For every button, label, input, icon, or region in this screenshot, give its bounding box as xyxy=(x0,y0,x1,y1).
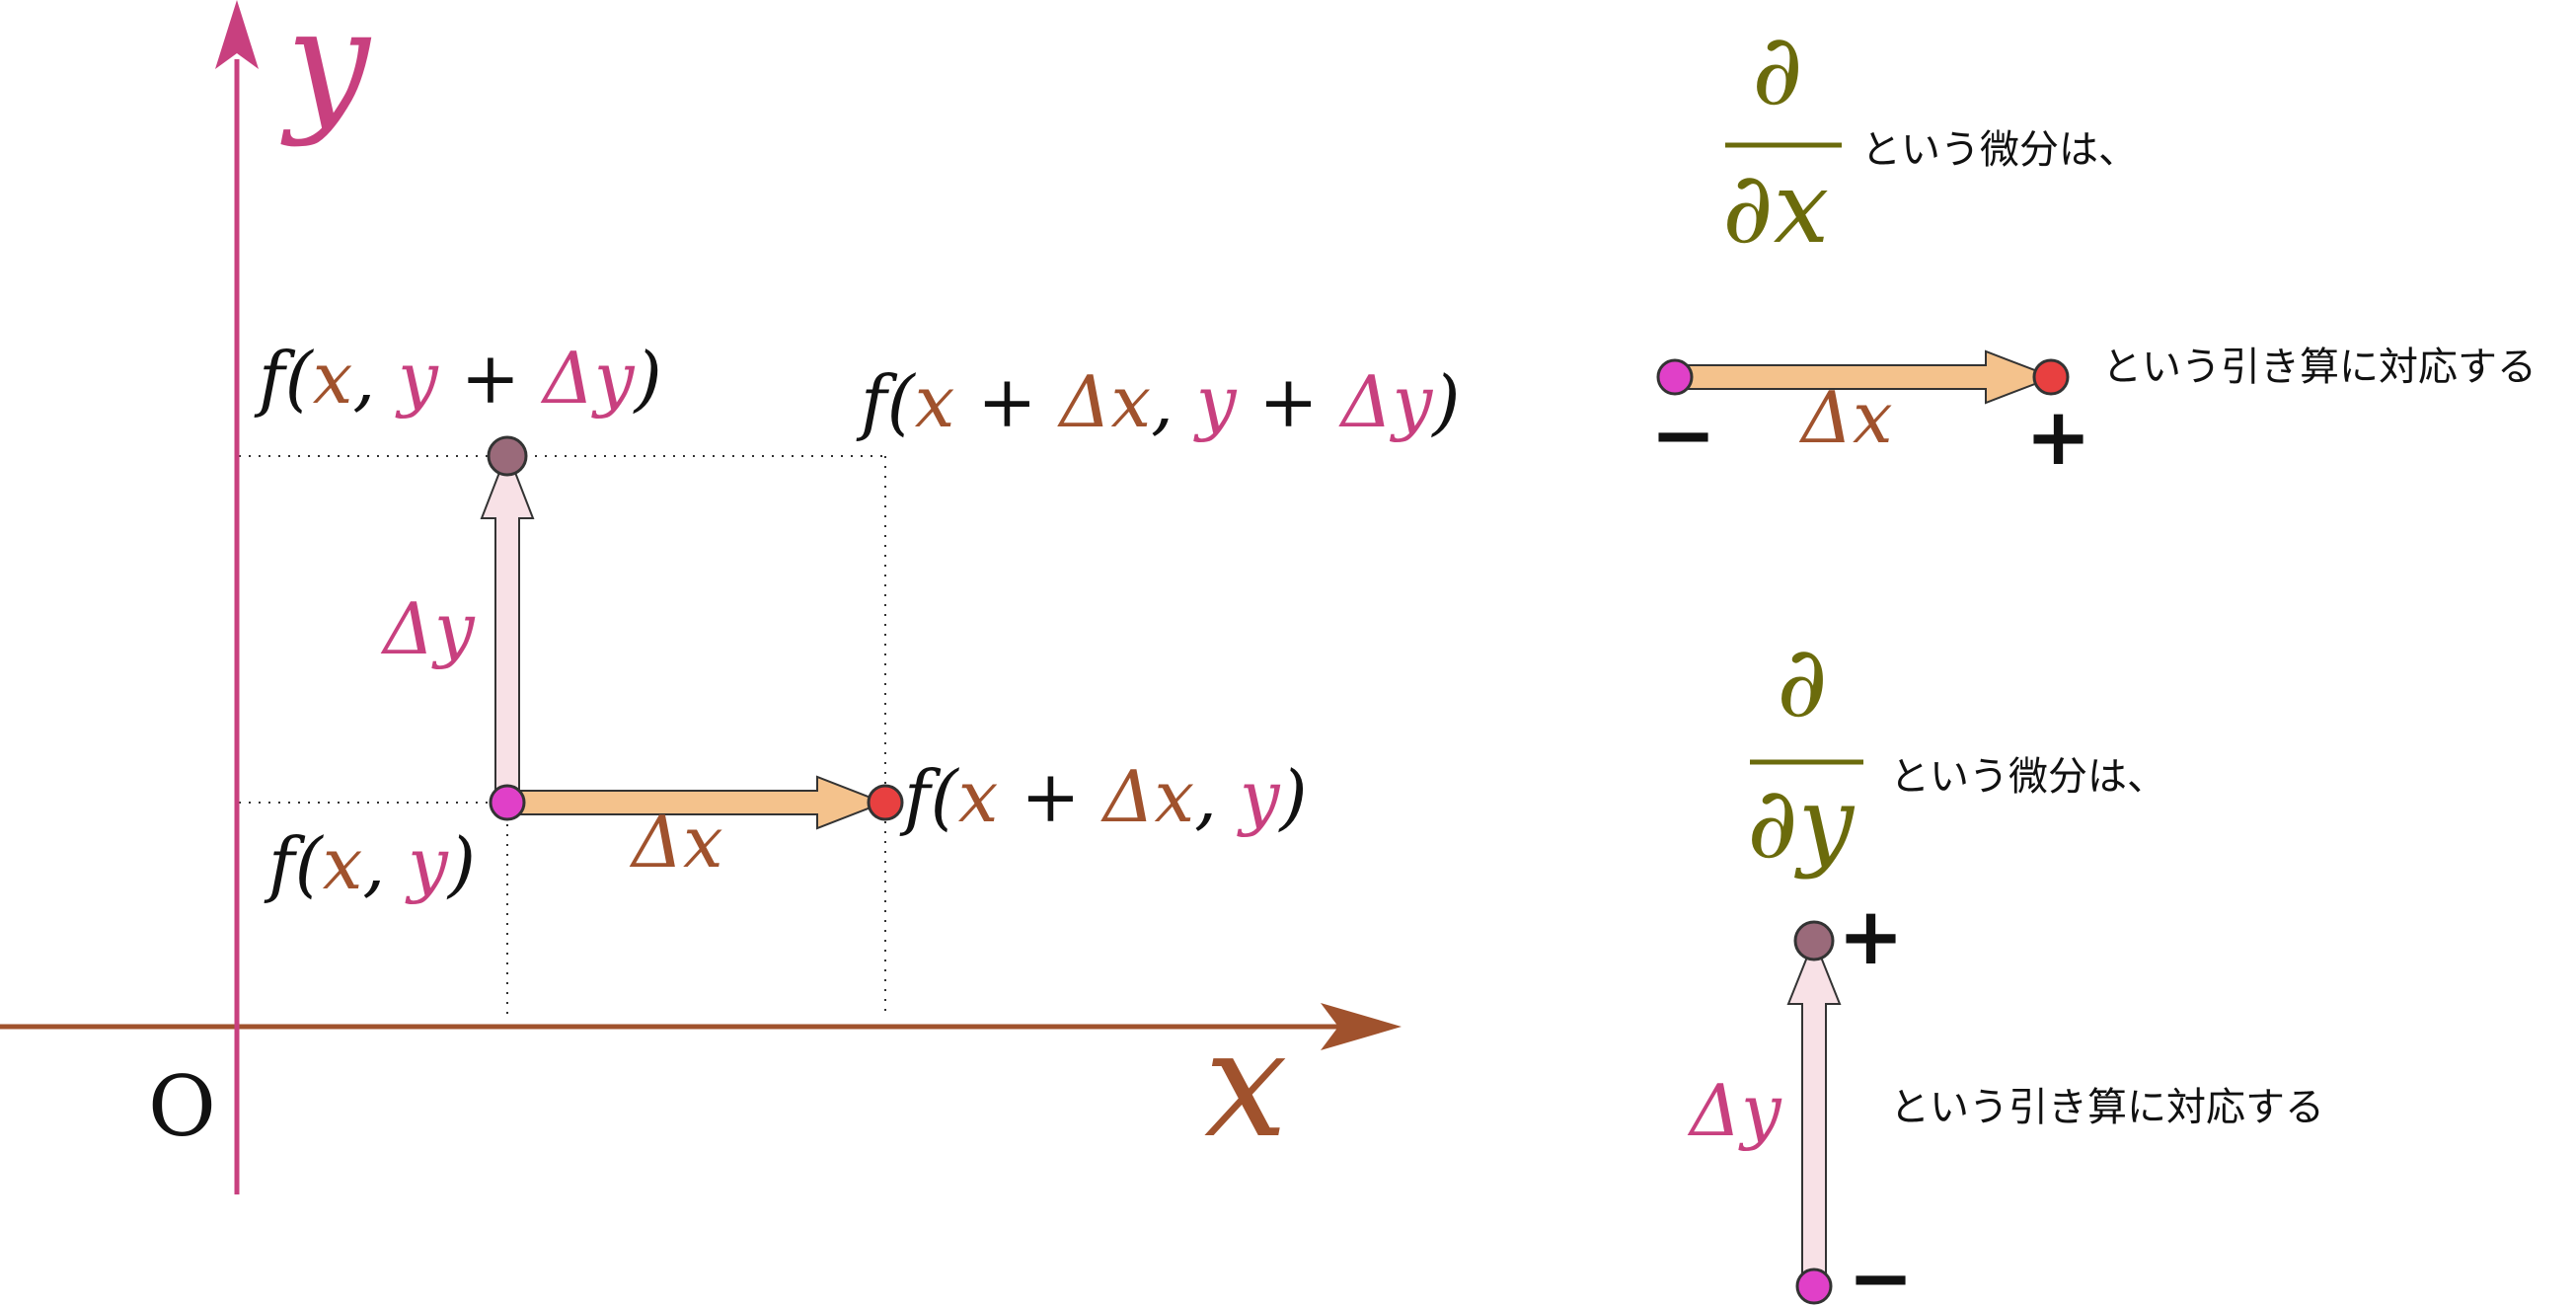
origin-label: O xyxy=(148,1058,216,1155)
delta-y-arrow xyxy=(480,449,535,799)
delta-x-arrow xyxy=(510,775,886,830)
legend-x-minus-sign: − xyxy=(1650,389,1716,481)
legend-partial-y: ∂ ∂y という微分は、 Δy + − という引き算に対応する xyxy=(1687,624,2324,1306)
legend-delta-x-label: Δx xyxy=(1798,376,1893,459)
y-axis-label: y xyxy=(280,0,372,149)
y-axis xyxy=(215,0,259,1194)
legend-y-end-point xyxy=(1793,920,1835,961)
partial-x-numerator: ∂ xyxy=(1752,12,1803,127)
partial-y-denominator: ∂y xyxy=(1747,765,1856,881)
legend-y-start-point xyxy=(1795,1268,1833,1305)
label-f-x-y: f(x, y) xyxy=(264,822,476,905)
label-f-x-y-plus-dy: f(x, y + Δy) xyxy=(254,337,662,420)
delta-y-label: Δy xyxy=(380,587,476,670)
legend-x-subtraction-text: という引き算に対応する xyxy=(2102,345,2537,390)
partial-x-differential-text: という微分は、 xyxy=(1861,127,2138,173)
legend-delta-y-label: Δy xyxy=(1687,1069,1782,1152)
delta-x-label: Δx xyxy=(629,801,723,883)
partial-y-differential-text: という微分は、 xyxy=(1890,754,2166,800)
y-axis-arrowhead xyxy=(215,0,259,69)
legend-delta-y-arrow xyxy=(1786,937,1842,1284)
partial-x-denominator: ∂x xyxy=(1722,150,1829,266)
legend-y-minus-sign: − xyxy=(1848,1232,1914,1306)
legend-y-plus-sign: + xyxy=(1838,890,1904,982)
point-f-y-plus-dy xyxy=(487,435,528,477)
legend-x-plus-sign: + xyxy=(2025,391,2091,483)
x-axis-label: x xyxy=(1204,999,1288,1171)
legend-y-subtraction-text: という引き算に対応する xyxy=(1890,1085,2324,1130)
partial-y-numerator: ∂ xyxy=(1777,624,1828,739)
legend-partial-x: ∂ ∂x という微分は、 Δx − + という引き算に対応する xyxy=(1650,12,2537,483)
label-f-x-plus-dx-y: f(x + Δx, y) xyxy=(899,755,1308,838)
legend-x-start-point xyxy=(1656,358,1694,396)
legend-delta-x-arrow xyxy=(1677,349,2056,405)
x-axis-arrowhead xyxy=(1321,1003,1402,1050)
guide-lines xyxy=(239,455,886,1019)
legend-x-end-point xyxy=(2032,358,2070,396)
label-f-x-plus-dx-y-plus-dy: f(x + Δx, y + Δy) xyxy=(856,360,1460,443)
point-f-x-y xyxy=(489,784,526,821)
x-axis xyxy=(0,1003,1402,1050)
point-f-x-plus-dx xyxy=(867,784,904,821)
